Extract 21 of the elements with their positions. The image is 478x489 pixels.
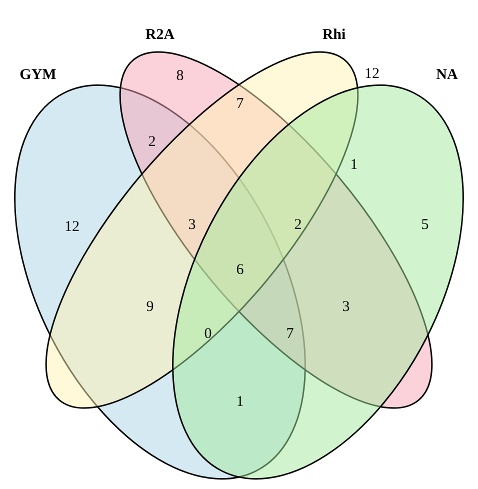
region-count: 8 xyxy=(176,66,184,86)
region-count: 5 xyxy=(421,216,429,235)
set-label: GYM xyxy=(20,66,56,85)
set-label: NA xyxy=(436,66,458,85)
region-count: 1 xyxy=(236,392,244,412)
region-count: 3 xyxy=(342,298,350,317)
region-count: 1 xyxy=(350,156,358,175)
set-label: R2A xyxy=(145,26,175,45)
region-count: 0 xyxy=(204,324,212,344)
set-ellipse xyxy=(119,51,433,409)
set-ellipse xyxy=(172,84,464,480)
region-count: 2 xyxy=(148,132,156,152)
region-count: 7 xyxy=(286,324,294,344)
set-label: Rhi xyxy=(322,26,346,45)
region-count: 3 xyxy=(188,216,196,235)
region-count: 9 xyxy=(146,298,154,317)
region-count: 12 xyxy=(364,64,380,84)
region-count: 2 xyxy=(294,216,302,235)
region-count: 6 xyxy=(236,260,244,280)
region-count: 7 xyxy=(236,94,244,114)
region-count: 12 xyxy=(64,218,80,237)
